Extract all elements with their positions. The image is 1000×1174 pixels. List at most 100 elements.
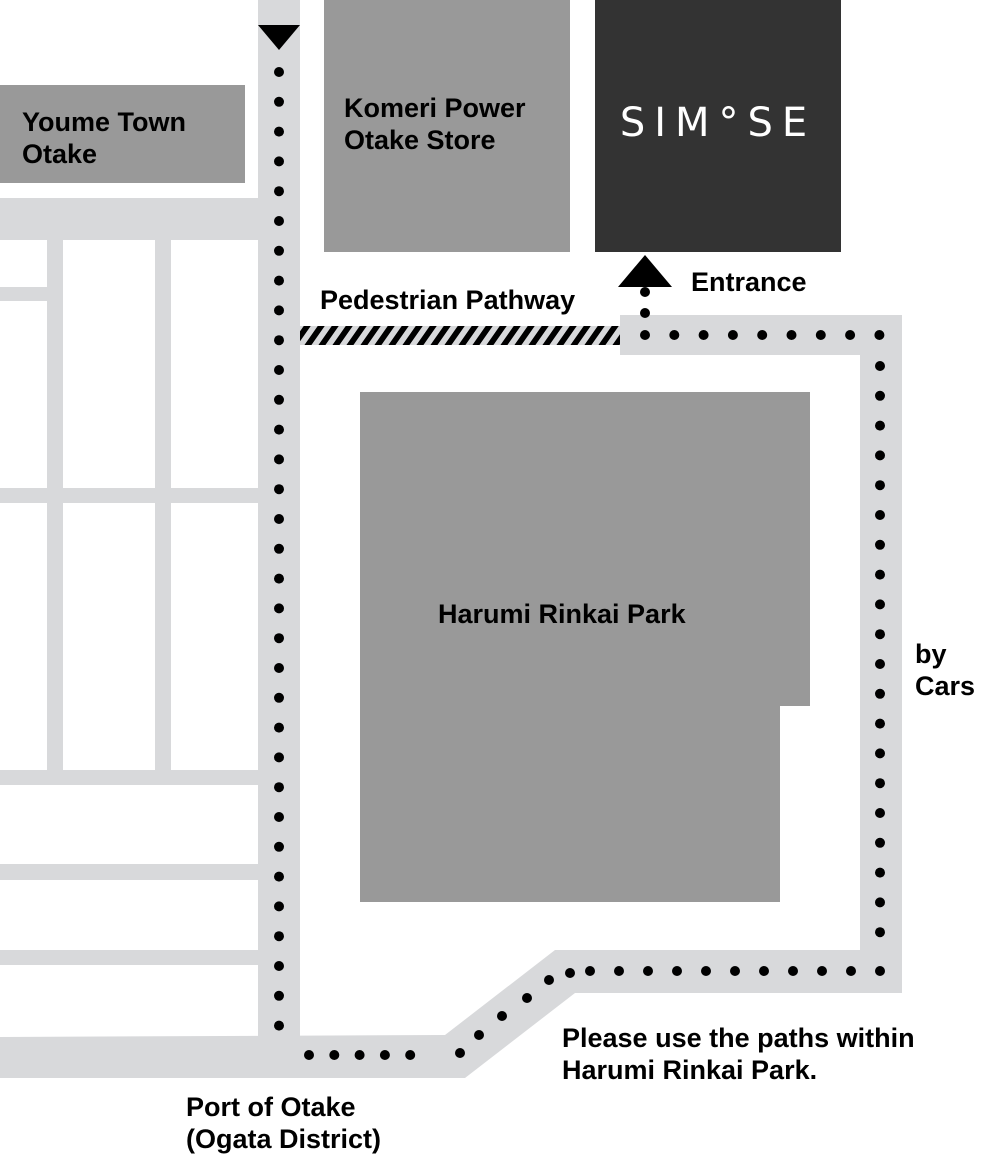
route-dot <box>274 394 284 405</box>
start-arrow-icon <box>258 25 300 50</box>
route-dot <box>274 216 284 226</box>
pedestrian-pathway <box>300 326 620 345</box>
route-dot <box>274 1020 284 1031</box>
label-entrance: Entrance <box>691 267 807 297</box>
route-dot <box>786 330 797 340</box>
route-dot <box>329 1050 340 1060</box>
side-street <box>0 287 47 301</box>
route-dot <box>875 718 885 729</box>
route-dot <box>274 961 284 971</box>
route-dot <box>875 927 885 938</box>
route-dot <box>274 990 284 1001</box>
route-dot <box>274 543 284 554</box>
main-vertical-road <box>258 0 300 1078</box>
route-dot <box>354 1050 365 1060</box>
label-park: Harumi Rinkai Park <box>438 599 686 629</box>
side-street <box>0 950 258 965</box>
top-road <box>0 198 258 240</box>
route-dot <box>845 330 856 340</box>
route-dot <box>522 993 532 1003</box>
route-dot <box>274 752 284 763</box>
route-dot <box>304 1050 314 1060</box>
route-dot <box>875 539 885 550</box>
route-dot <box>875 420 885 431</box>
route-dot <box>274 454 284 465</box>
route-dot <box>274 841 284 852</box>
route-dot <box>274 901 284 912</box>
route-dot <box>274 186 284 197</box>
route-dot <box>274 931 284 942</box>
route-dot <box>274 67 284 77</box>
route-dot <box>274 424 284 435</box>
route-dot <box>274 812 284 822</box>
route-dot <box>875 629 885 640</box>
route-dot <box>875 659 885 669</box>
route-dots <box>274 67 885 1060</box>
route-dot <box>730 966 740 976</box>
route-dot <box>875 361 885 371</box>
route-dot <box>565 968 575 978</box>
route-dot <box>875 778 885 789</box>
route-dot <box>274 365 284 375</box>
building-youme-town <box>0 85 245 183</box>
route-dot <box>274 126 284 137</box>
route-dot <box>788 966 798 976</box>
label-komeri: Komeri Power Otake Store <box>344 93 526 155</box>
route-dot <box>405 1050 416 1060</box>
route-dot <box>846 966 856 976</box>
route-dot <box>274 722 284 733</box>
side-street <box>155 240 171 770</box>
route-dot <box>815 330 826 340</box>
route-dot <box>759 966 769 976</box>
label-by-cars: by Cars <box>915 639 976 701</box>
route-dot <box>274 782 284 793</box>
route-dot <box>379 1050 390 1060</box>
label-port: Port of Otake (Ogata District) <box>186 1092 382 1154</box>
route-dot <box>274 692 284 703</box>
route-dot <box>455 1048 465 1058</box>
route-dot <box>274 96 284 107</box>
route-dot <box>874 330 885 340</box>
route-dot <box>274 275 284 286</box>
entrance-arrow-icon <box>618 255 672 287</box>
route-dot <box>274 603 284 614</box>
side-street <box>0 770 258 785</box>
route-dot <box>274 245 284 256</box>
label-note: Please use the paths within Harumi Rinka… <box>562 1023 915 1085</box>
side-street <box>0 488 258 503</box>
route-dot <box>274 514 284 524</box>
route-dot <box>274 633 284 644</box>
route-dot <box>585 966 595 976</box>
side-street <box>47 240 63 770</box>
route-dot <box>669 330 680 340</box>
roads <box>0 0 902 1078</box>
route-dot <box>474 1030 484 1040</box>
route-dot <box>274 484 284 495</box>
route-dot <box>614 966 624 976</box>
route-dot <box>875 569 885 580</box>
route-dot <box>698 330 709 340</box>
route-dot <box>640 330 650 340</box>
route-dot <box>274 871 284 882</box>
route-dot <box>274 156 284 167</box>
route-dot <box>875 599 885 610</box>
route-dot <box>875 390 885 401</box>
route-dot <box>817 966 827 976</box>
route-dot <box>875 510 885 520</box>
building-komeri <box>324 0 570 252</box>
route-dot <box>672 966 682 976</box>
route-dot <box>640 287 650 297</box>
route-dot <box>875 480 885 491</box>
route-dot <box>274 663 284 673</box>
route-dot <box>544 975 554 985</box>
building-simose <box>595 0 841 252</box>
route-dot <box>274 305 284 316</box>
route-dot <box>875 897 885 908</box>
route-dot <box>875 966 885 976</box>
route-dot <box>701 966 711 976</box>
route-dot <box>875 808 885 818</box>
side-street <box>0 864 258 880</box>
label-pedestrian-pathway: Pedestrian Pathway <box>320 285 576 315</box>
route-dot <box>274 335 284 346</box>
